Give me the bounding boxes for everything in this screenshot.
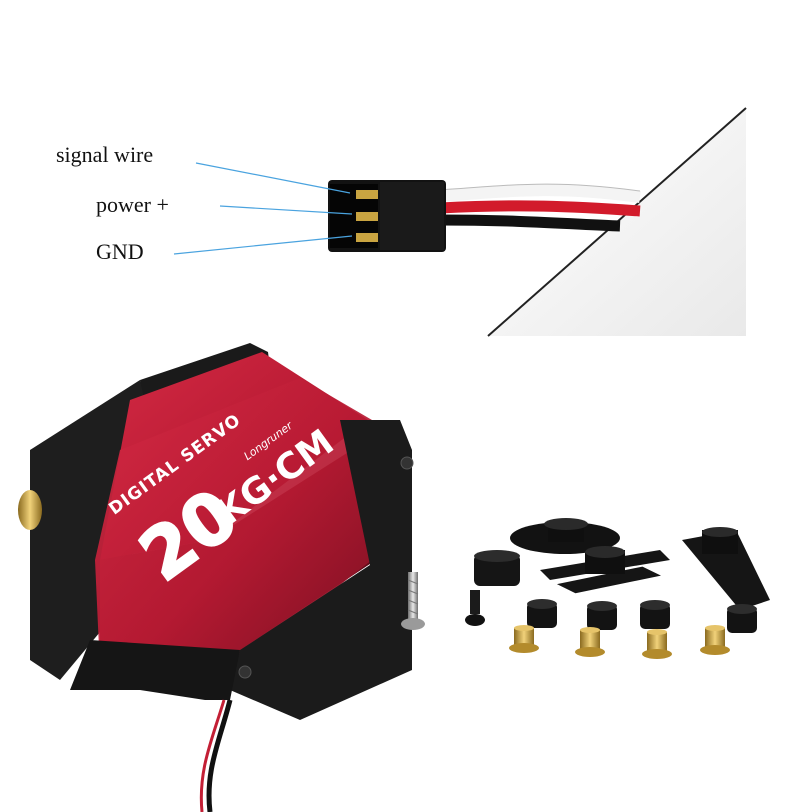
cross-horn — [540, 546, 670, 594]
leader-line-gnd — [173, 235, 353, 255]
leader-line-power — [219, 205, 353, 215]
output-shaft — [18, 490, 42, 530]
accessories — [401, 518, 770, 659]
black-screw — [465, 590, 485, 626]
case-screw — [238, 665, 252, 679]
rubber-grommet — [640, 600, 670, 629]
servo-body — [18, 343, 414, 812]
round-horn — [510, 518, 620, 554]
pin-power — [356, 212, 378, 221]
leader-line-signal — [195, 162, 351, 194]
black-spline-nut — [474, 550, 520, 586]
brass-eyelet — [642, 629, 672, 659]
signal-wire-label: signal wire — [56, 142, 154, 167]
pin-signal — [356, 190, 378, 199]
rubber-grommet — [727, 604, 757, 633]
rubber-grommet — [587, 601, 617, 630]
steel-screw — [401, 572, 425, 630]
rubber-grommet — [527, 599, 557, 628]
pin-gnd — [356, 233, 378, 242]
case-screw — [400, 456, 414, 470]
brass-eyelet — [509, 625, 539, 653]
power-label: power + — [96, 192, 169, 217]
brass-eyelet — [700, 625, 730, 655]
servo-cable — [439, 183, 641, 232]
connector-housing — [328, 180, 446, 252]
brass-eyelet — [575, 627, 605, 657]
arm-horn — [682, 527, 770, 610]
gnd-label: GND — [96, 239, 144, 264]
